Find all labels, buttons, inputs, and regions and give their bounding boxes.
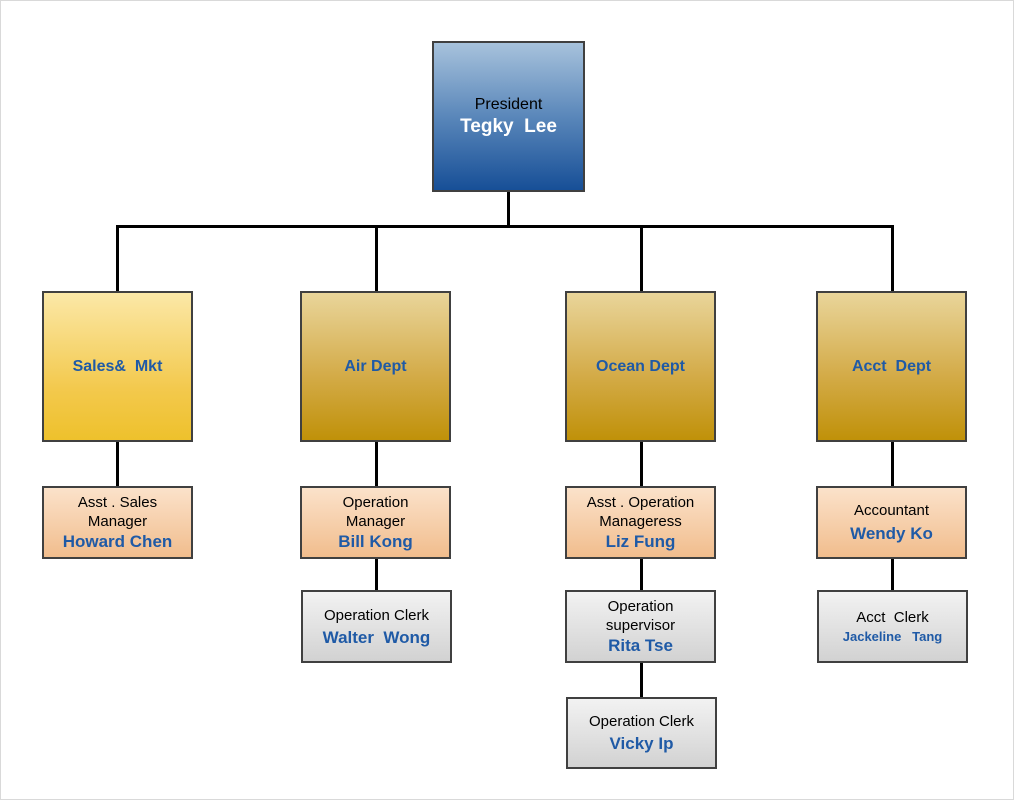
sales-manager-role-line1: Asst . Sales bbox=[77, 494, 158, 511]
air-manager-box: Operation Manager Bill Kong bbox=[300, 486, 451, 559]
ocean-supervisor-role-line1: Operation bbox=[607, 598, 674, 615]
ocean-manager-box: Asst . Operation Manageress Liz Fung bbox=[565, 486, 716, 559]
connector-acct-manager-to-clerk bbox=[891, 559, 894, 591]
dept-sales-box: Sales& Mkt bbox=[42, 291, 193, 442]
connector-acct-to-manager bbox=[891, 442, 894, 486]
ocean-supervisor-role-line2: supervisor bbox=[605, 617, 676, 634]
president-role: President bbox=[474, 95, 543, 113]
ocean-manager-role-line2: Manageress bbox=[599, 513, 682, 530]
dept-ocean-box: Ocean Dept bbox=[565, 291, 716, 442]
ocean-supervisor-box: Operation supervisor Rita Tse bbox=[565, 590, 716, 663]
ocean-manager-name: Liz Fung bbox=[605, 532, 676, 551]
connector-ocean-manager-to-supervisor bbox=[640, 559, 643, 591]
sales-manager-name: Howard Chen bbox=[62, 532, 173, 551]
dept-sales-title: Sales& Mkt bbox=[72, 357, 163, 375]
connector-to-air bbox=[375, 225, 378, 291]
air-clerk-name: Walter Wong bbox=[322, 627, 431, 647]
sales-manager-role-line2: Manager bbox=[87, 513, 148, 530]
president-name: Tegky Lee bbox=[460, 115, 557, 137]
air-manager-role-line1: Operation bbox=[342, 494, 409, 511]
acct-clerk-name: Jackeline Tang bbox=[842, 628, 943, 644]
connector-sales-to-manager bbox=[116, 442, 119, 486]
connector-to-acct bbox=[891, 225, 894, 291]
connector-horizontal-bus bbox=[116, 225, 893, 228]
acct-manager-name: Wendy Ko bbox=[850, 524, 933, 543]
dept-acct-title: Acct Dept bbox=[851, 357, 932, 375]
connector-to-ocean bbox=[640, 225, 643, 291]
dept-acct-box: Acct Dept bbox=[816, 291, 967, 442]
connector-president-down bbox=[507, 192, 510, 227]
connector-ocean-supervisor-to-clerk bbox=[640, 662, 643, 698]
acct-clerk-role: Acct Clerk bbox=[856, 608, 929, 626]
air-manager-role-line2: Manager bbox=[345, 513, 406, 530]
ocean-clerk-role: Operation Clerk bbox=[588, 713, 695, 730]
air-clerk-role: Operation Clerk bbox=[323, 606, 430, 624]
ocean-manager-role-line1: Asst . Operation bbox=[586, 494, 695, 511]
acct-manager-box: Accountant Wendy Ko bbox=[816, 486, 967, 559]
dept-air-box: Air Dept bbox=[300, 291, 451, 442]
dept-air-title: Air Dept bbox=[344, 357, 407, 375]
connector-ocean-to-manager bbox=[640, 442, 643, 486]
dept-ocean-title: Ocean Dept bbox=[596, 357, 685, 375]
connector-air-to-manager bbox=[375, 442, 378, 486]
acct-clerk-box: Acct Clerk Jackeline Tang bbox=[817, 590, 968, 663]
ocean-supervisor-name: Rita Tse bbox=[608, 636, 673, 655]
acct-manager-role: Accountant bbox=[853, 502, 930, 519]
sales-manager-box: Asst . Sales Manager Howard Chen bbox=[42, 486, 193, 559]
president-box: President Tegky Lee bbox=[432, 41, 585, 192]
connector-to-sales bbox=[116, 225, 119, 291]
ocean-clerk-name: Vicky Ip bbox=[609, 734, 674, 753]
air-manager-name: Bill Kong bbox=[338, 532, 413, 551]
ocean-clerk-box: Operation Clerk Vicky Ip bbox=[566, 697, 717, 769]
connector-air-manager-to-clerk bbox=[375, 559, 378, 591]
air-clerk-box: Operation Clerk Walter Wong bbox=[301, 590, 452, 663]
